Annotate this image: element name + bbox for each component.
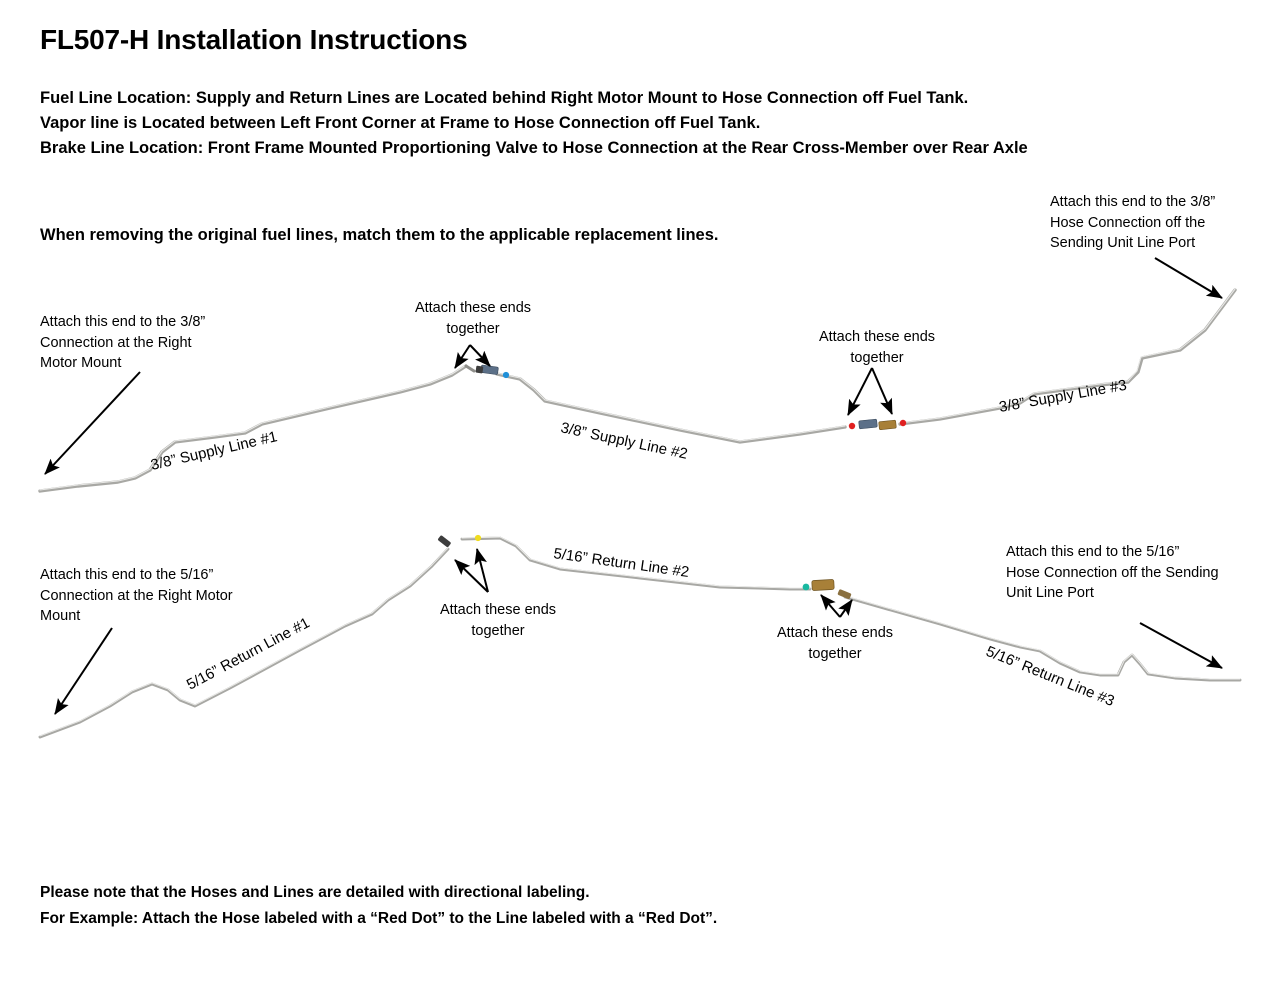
supply-line-2-right-fitting: [858, 418, 878, 430]
return-line-3-label: 5/16” Return Line #3: [984, 643, 1117, 710]
arrow-supply-right: [1154, 257, 1223, 299]
arrow-return-left: [54, 627, 113, 715]
supply-line-1-highlight: [39, 364, 467, 491]
supply-line-2-left-blue-dot: [502, 371, 510, 379]
callout-return-mid-2: Attach these ends together: [760, 623, 910, 664]
intro-line-vapor: Vapor line is Located between Left Front…: [40, 114, 761, 132]
return-line-2-highlight: [461, 536, 811, 589]
supply-line-2-left-fitting: [480, 364, 499, 375]
intro-line-brake: Brake Line Location: Front Frame Mounted…: [40, 139, 1028, 157]
return-line-2: [460, 534, 835, 591]
supply-line-2-highlight: [496, 372, 846, 442]
intro-line-fuel: Fuel Line Location: Supply and Return Li…: [40, 89, 969, 107]
arrow-return-mid-1-b: [474, 548, 489, 593]
callout-supply-mid-1-line-2: together: [446, 320, 500, 337]
supply-line-1-end-tip: [464, 364, 476, 373]
intro-paragraph: Fuel Line Location: Supply and Return Li…: [40, 86, 1200, 161]
supply-line-3-label: 3/8” Supply Line #3: [998, 377, 1128, 416]
page-title: FL507-H Installation Instructions: [40, 24, 468, 55]
match-note: When removing the original fuel lines, m…: [40, 226, 719, 244]
arrow-return-mid-1-a: [454, 559, 489, 593]
arrow-return-mid-2-a: [820, 594, 841, 618]
supply-line-2: [475, 364, 878, 444]
arrow-return-mid-2-b: [838, 599, 853, 618]
callout-supply-left-line-2: Connection at the Right: [40, 334, 192, 351]
arrow-supply-mid-2-b: [871, 367, 893, 415]
supply-line-2-right-red-dot: [848, 422, 856, 430]
callout-supply-mid-2-line-1: Attach these ends: [818, 329, 936, 345]
callout-return-mid-2-line-1: Attach these ends: [776, 625, 894, 641]
callout-supply-right-line-2: Hose Connection off the: [1050, 214, 1206, 231]
callout-return-mid-1: Attach these ends together: [423, 600, 573, 641]
return-line-3-left-fitting: [837, 589, 852, 599]
return-line-2-tube: [460, 536, 812, 591]
return-line-2-right-fitting: [811, 579, 835, 591]
callout-supply-right: Attach this end to the 3/8” Hose Connect…: [1050, 192, 1215, 254]
callout-return-mid-1-line-2: together: [471, 622, 525, 639]
footer-line-2: For Example: Attach the Hose labeled wit…: [40, 910, 718, 927]
callout-supply-mid-2-line-2: together: [850, 349, 904, 366]
callout-return-right-line-1: Attach this end to the 5/16”: [1006, 544, 1180, 560]
callout-supply-left-line-3: Motor Mount: [40, 355, 122, 371]
callout-return-right-line-3: Unit Line Port: [1006, 585, 1094, 601]
arrow-supply-mid-1-b: [469, 344, 491, 367]
callout-return-mid-1-line-1: Attach these ends: [439, 602, 557, 618]
callout-return-mid-2-line-2: together: [808, 645, 862, 662]
callout-return-left: Attach this end to the 5/16” Connection …: [40, 565, 233, 627]
callout-supply-mid-1: Attach these ends together: [398, 298, 548, 339]
supply-line-1-tube: [38, 364, 468, 493]
return-line-2-label: 5/16” Return Line #2: [552, 545, 690, 581]
return-line-2-right-teal-dot: [802, 583, 810, 591]
callout-return-left-line-2: Connection at the Right Motor: [40, 587, 233, 604]
return-line-2-left-yellow-dot: [474, 534, 482, 542]
callout-return-right: Attach this end to the 5/16” Hose Connec…: [1006, 542, 1219, 604]
supply-line-3-left-fitting: [878, 419, 897, 430]
footer-note: Please note that the Hoses and Lines are…: [40, 880, 717, 932]
arrow-supply-mid-2-a: [847, 367, 873, 416]
arrow-return-right: [1139, 622, 1223, 669]
supply-line-2-label: 3/8” Supply Line #2: [559, 419, 689, 463]
callout-return-left-line-1: Attach this end to the 5/16”: [40, 567, 214, 583]
callout-supply-mid-2: Attach these ends together: [802, 327, 952, 368]
arrow-supply-mid-1-a: [454, 344, 471, 369]
callout-supply-right-line-3: Sending Unit Line Port: [1050, 235, 1196, 251]
return-line-1-end-fitting: [438, 535, 451, 548]
callout-supply-left-line-1: Attach this end to the 3/8”: [40, 314, 206, 330]
callout-supply-mid-1-line-1: Attach these ends: [414, 300, 532, 316]
callout-supply-right-line-1: Attach this end to the 3/8”: [1050, 194, 1216, 210]
supply-line-1: [38, 364, 476, 493]
supply-line-3-left-red-dot: [899, 419, 907, 427]
supply-line-2-tube: [495, 372, 847, 444]
supply-line-2-left-ferrule: [475, 365, 484, 374]
arrow-supply-left: [44, 371, 141, 475]
callout-supply-left: Attach this end to the 3/8” Connection a…: [40, 312, 205, 374]
supply-line-1-label: 3/8” Supply Line #1: [149, 428, 279, 474]
footer-line-1: Please note that the Hoses and Lines are…: [40, 884, 590, 901]
callout-return-right-line-2: Hose Connection off the Sending: [1006, 564, 1219, 581]
callout-return-left-line-3: Mount: [40, 608, 81, 624]
